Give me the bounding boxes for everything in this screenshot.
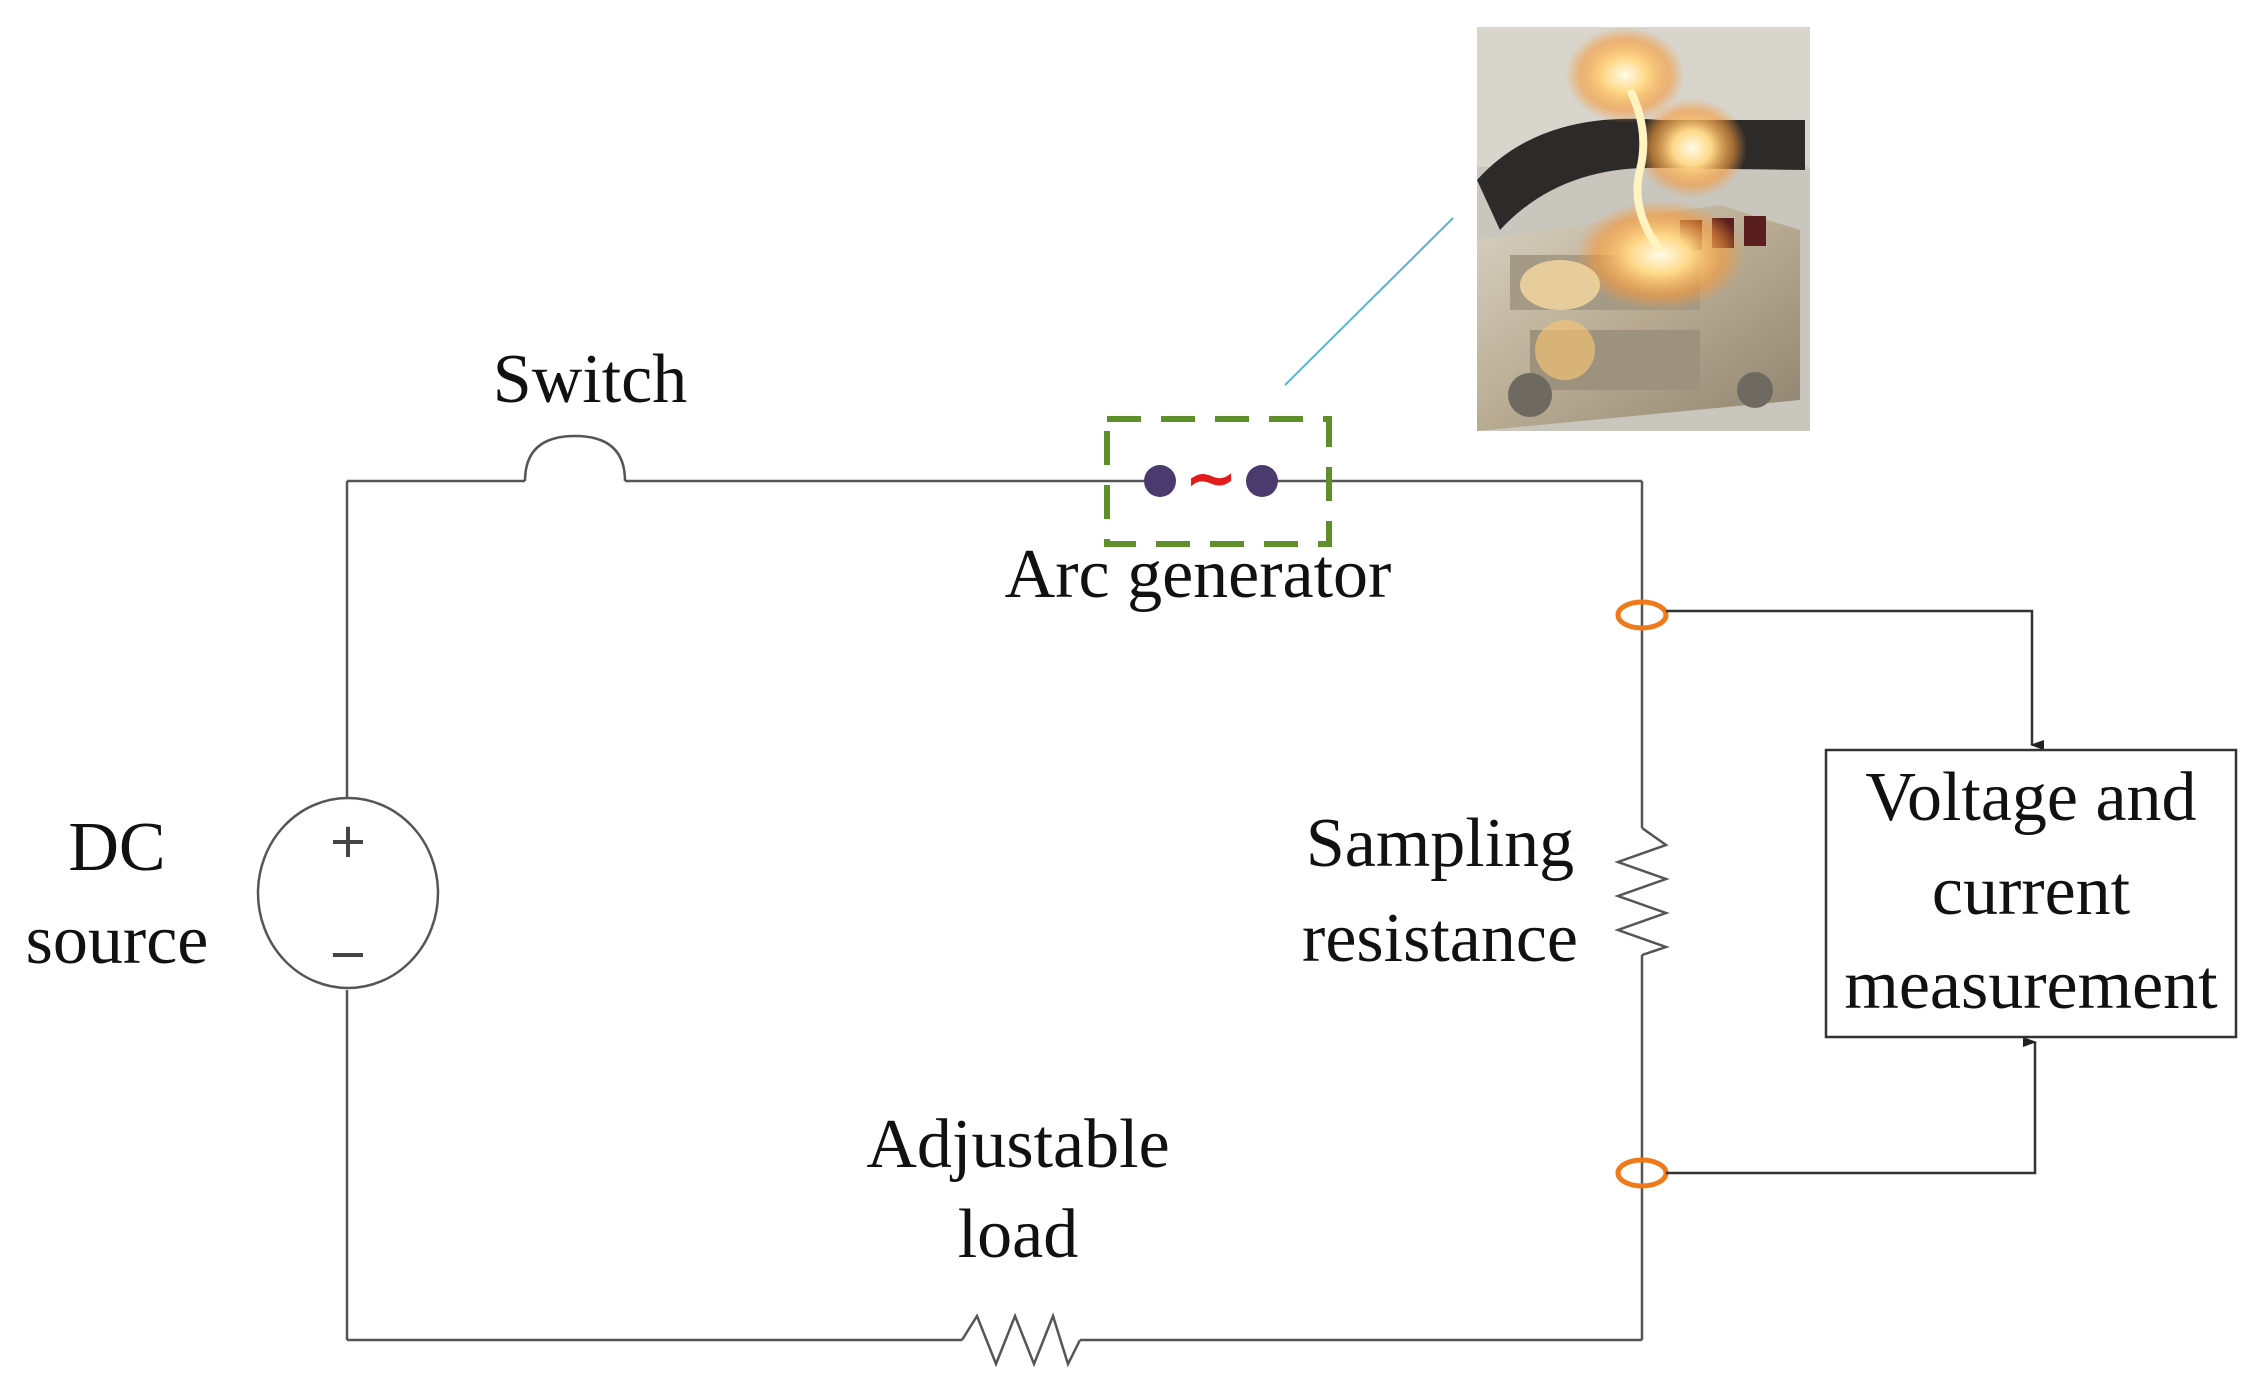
plus-sign: + bbox=[328, 813, 368, 869]
sampling-label-line1: Sampling bbox=[1306, 805, 1574, 882]
minus-sign: − bbox=[328, 926, 368, 982]
arc-generator-box bbox=[1104, 416, 1332, 547]
callout-line bbox=[1284, 217, 1454, 386]
sampling-resistor bbox=[1614, 826, 1670, 957]
arc-flash-photo bbox=[1477, 27, 1810, 431]
dc-source-symbol: + − bbox=[256, 796, 440, 990]
electrode-left bbox=[1144, 465, 1176, 497]
circuit-wiring bbox=[345, 479, 1644, 1342]
sensor-ring-top bbox=[1615, 599, 1669, 631]
load-label-line1: Adjustable bbox=[866, 1106, 1169, 1183]
load-label-line2: load bbox=[958, 1196, 1079, 1273]
measurement-wiring bbox=[1666, 609, 2044, 1175]
arc-generator-label: Arc generator bbox=[1005, 536, 1392, 613]
load-resistor bbox=[960, 1312, 1082, 1368]
measurement-box bbox=[1824, 748, 2238, 1039]
electrode-right bbox=[1246, 465, 1278, 497]
measurement-label-line3: measurement bbox=[1844, 947, 2218, 1024]
measurement-label-line2: current bbox=[1932, 853, 2131, 930]
measurement-label-line1: Voltage and bbox=[1865, 759, 2196, 836]
switch-label: Switch bbox=[493, 341, 687, 418]
sampling-label-line2: resistance bbox=[1302, 900, 1578, 977]
dc-source-label-line1: DC bbox=[68, 809, 165, 886]
arc-symbol: ~ bbox=[1184, 442, 1238, 516]
switch-symbol bbox=[523, 434, 627, 482]
arc-generator: ~ bbox=[1104, 416, 1332, 547]
dc-source-label-line2: source bbox=[26, 902, 209, 979]
